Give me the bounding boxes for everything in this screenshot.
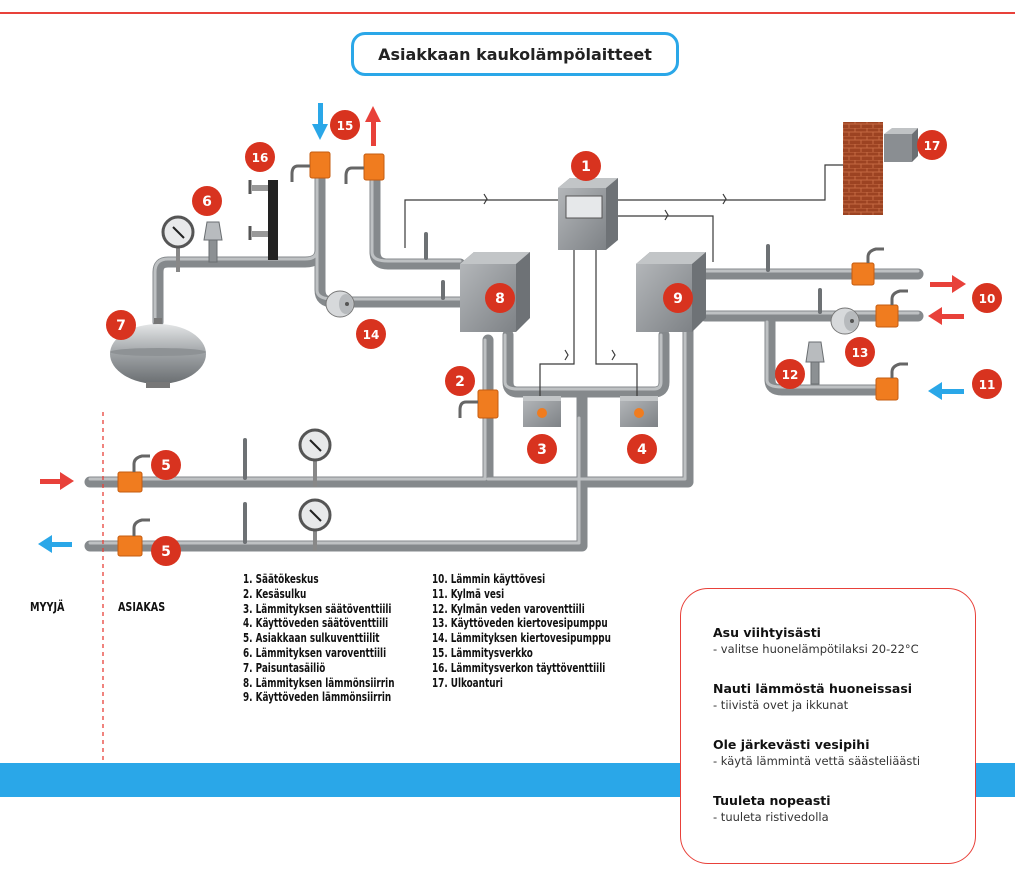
legend-item: 3. Lämmityksen säätöventtiili [243, 601, 392, 616]
badge-number: 8 [495, 291, 505, 307]
badge-circle [845, 337, 875, 367]
badge-number: 4 [637, 442, 647, 458]
legend-item: 11. Kylmä vesi [432, 586, 505, 601]
legend-item: 6. Lämmityksen varoventtiili [243, 645, 387, 660]
legend-item: 4. Käyttöveden säätöventtiili [243, 616, 389, 631]
heating-supply-up [152, 169, 326, 328]
badge-circle [663, 283, 693, 313]
legend-item: 7. Paisuntasäiliö [243, 660, 326, 675]
top-rule [0, 12, 1015, 14]
badge-circle [330, 110, 360, 140]
outdoor-sensor-wall [843, 122, 918, 215]
control-wires [404, 164, 845, 402]
badge-circle [151, 536, 181, 566]
safety-valves [203, 221, 825, 385]
badge-number: 14 [363, 328, 380, 342]
tip-detail: - käytä lämmintä vettä säästeliäästi [713, 754, 921, 768]
tip-heading: Nauti lämmöstä huoneissasi [713, 681, 913, 696]
legend-item: 14. Lämmityksen kiertovesipumppu [432, 631, 611, 646]
legend-item: 15. Lämmitysverkko [432, 645, 533, 660]
customer-label: ASIAKAS [118, 600, 166, 614]
tip-item: Nauti lämmöstä huoneissasi - tiivistä ov… [713, 681, 912, 712]
tip-item: Ole järkevästi vesipihi - käytä lämmintä… [713, 737, 920, 768]
tip-detail: - tiivistä ovet ja ikkunat [713, 698, 849, 712]
pressure-gauges [161, 215, 332, 551]
badge-number: 11 [979, 378, 996, 392]
control-center [558, 178, 618, 250]
legend-item: 17. Ulkoanturi [432, 675, 503, 690]
badge-number: 7 [116, 318, 126, 334]
control-valve-heating [523, 396, 561, 427]
badge-circle [627, 434, 657, 464]
badge-number: 5 [161, 458, 171, 474]
tips-box: Asu viihtyisästi - valitse huonelämpötil… [680, 588, 976, 864]
supply-to-hex9 [482, 324, 694, 488]
tip-detail: - valitse huonelämpötilaksi 20-22°C [713, 642, 919, 656]
badge-circle [151, 450, 181, 480]
badge-number: 9 [673, 291, 683, 307]
badge-circle [972, 369, 1002, 399]
control-valve-domestic [620, 396, 658, 427]
legend-item: 8. Lämmityksen lämmönsiirrin [243, 675, 395, 690]
badge-circle [917, 130, 947, 160]
badge-number: 2 [455, 374, 465, 390]
legend-item: 1. Säätökeskus [243, 572, 319, 586]
badge-number: 16 [252, 151, 269, 165]
badge-number: 13 [852, 346, 869, 360]
badge-number: 6 [202, 194, 212, 210]
tip-heading: Asu viihtyisästi [713, 625, 821, 640]
badge-circle [485, 283, 515, 313]
badge-circle [445, 366, 475, 396]
return-pipe-main [84, 412, 588, 552]
badge-circle [571, 151, 601, 181]
badge-circle [356, 319, 386, 349]
badge-number: 17 [924, 139, 941, 153]
badge-circle [192, 186, 222, 216]
badge-number: 3 [537, 442, 547, 458]
pipes [84, 154, 924, 552]
tip-heading: Tuuleta nopeasti [713, 793, 831, 808]
pumps [325, 290, 860, 335]
legend-item: 13. Käyttöveden kiertovesipumppu [432, 616, 608, 631]
diagram-title: Asiakkaan kaukolämpölaitteet [351, 32, 679, 76]
badge-circle [106, 310, 136, 340]
badge-number: 15 [337, 119, 354, 133]
expansion-tank [110, 318, 206, 388]
heating-return-to-hex8 [369, 154, 466, 270]
badge-circle [972, 283, 1002, 313]
badge-number: 1 [581, 159, 591, 175]
badge-number: 5 [161, 544, 171, 560]
flow-arrows [38, 103, 966, 553]
tip-detail: - tuuleta ristivedolla [713, 810, 829, 824]
badge-circle [245, 142, 275, 172]
legend-item: 9. Käyttöveden lämmönsiirrin [243, 690, 392, 705]
seller-label: MYYJÄ [30, 600, 65, 614]
legend-item: 16. Lämmitysverkon täyttöventtiili [432, 660, 606, 675]
primary-return-loop [502, 329, 670, 398]
tip-item: Tuuleta nopeasti - tuuleta ristivedolla [713, 793, 831, 824]
legend-item: 10. Lämmin käyttövesi [432, 572, 546, 586]
badge-circle [775, 359, 805, 389]
legend-item: 12. Kylmän veden varoventtiili [432, 601, 585, 616]
badge-circle [527, 434, 557, 464]
badge-number: 10 [979, 292, 996, 306]
legend-item: 2. Kesäsulku [243, 586, 307, 601]
tip-item: Asu viihtyisästi - valitse huonelämpötil… [713, 625, 919, 656]
fill-valve [248, 180, 278, 260]
legend-item: 5. Asiakkaan sulkuventtiilit [243, 631, 380, 646]
badge-number: 12 [782, 368, 799, 382]
tip-heading: Ole järkevästi vesipihi [713, 737, 870, 752]
shutoff-valves [117, 151, 908, 557]
